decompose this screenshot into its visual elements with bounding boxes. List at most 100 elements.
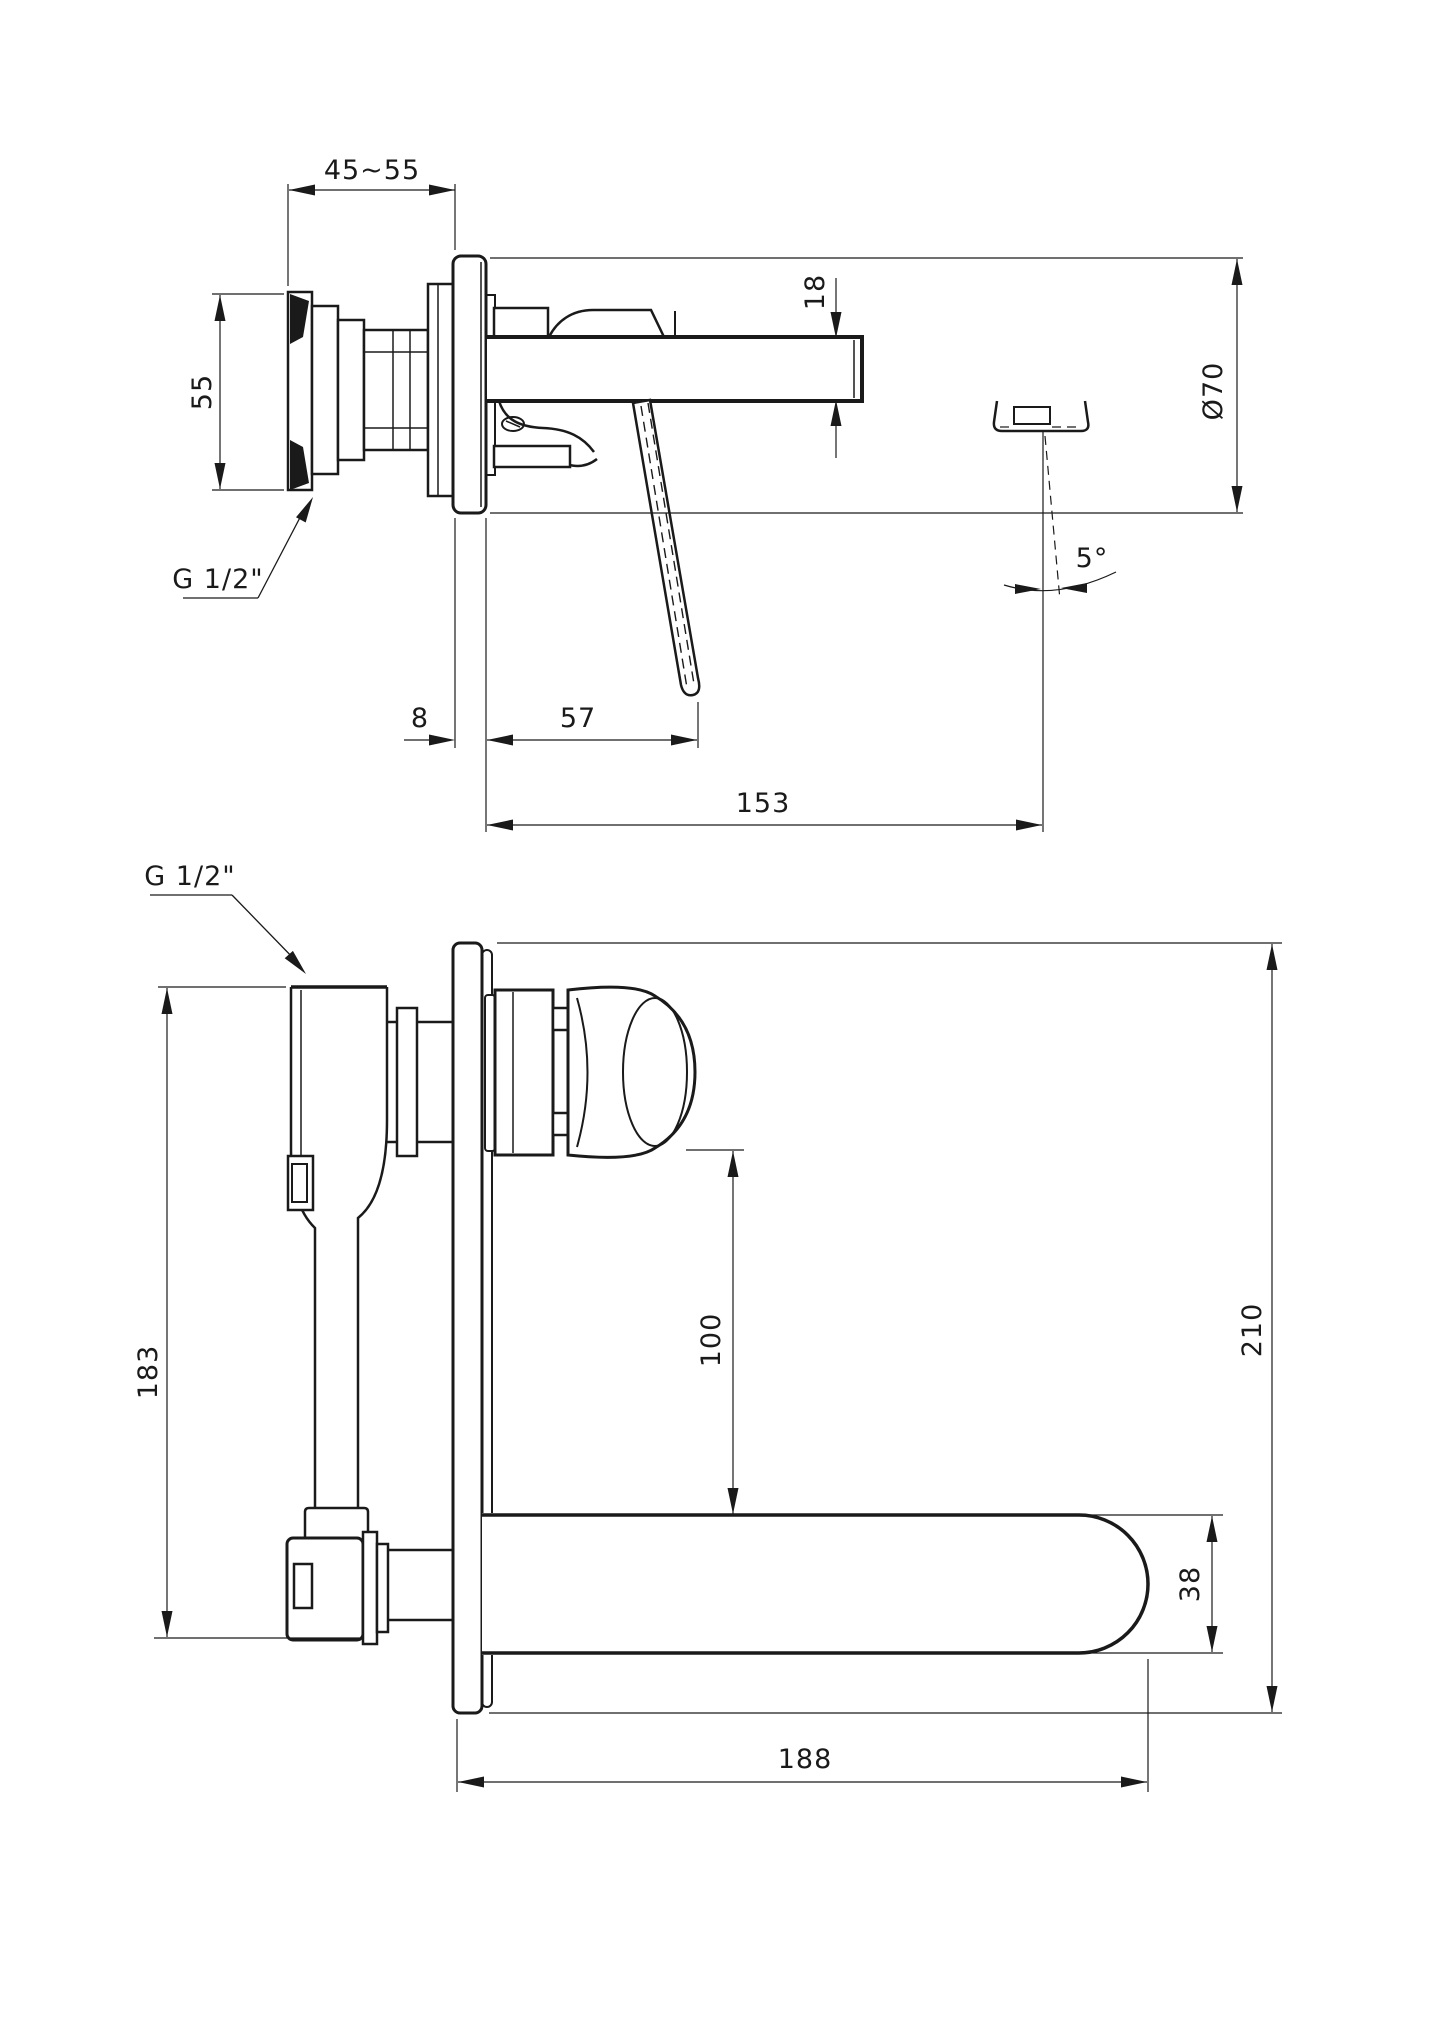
dim-arrow-top (1266, 944, 1278, 970)
dim-arrow-bottom (1206, 1626, 1218, 1652)
dim-text-18: 18 (800, 274, 831, 310)
body-tab-notch (291, 1163, 308, 1203)
dim-rough-in-height-side: 55 (187, 293, 284, 491)
dim-handle-to-spout: 100 (686, 1149, 744, 1514)
aerator-side (992, 400, 1090, 433)
valve-body-side (362, 328, 430, 452)
dim-arrow-bottom (1231, 486, 1243, 512)
outlet-angle-line (1044, 435, 1061, 601)
lever-handle-side (492, 398, 701, 697)
body-left-edge (289, 987, 317, 1508)
dim-arrow-bottom (214, 463, 226, 489)
dim-escutcheon-height: 210 (489, 942, 1282, 1714)
dim-rough-in-height-front: 183 (133, 986, 360, 1639)
lever-arm (631, 398, 701, 697)
side-view-rough-in-body (286, 282, 455, 498)
handle-clamp-top (551, 1006, 570, 1032)
dim-text-210: 210 (1237, 1303, 1268, 1358)
elbow-notch (292, 1562, 314, 1610)
dim-arrow-bottom (727, 1488, 739, 1514)
dim-57-arrow-right (671, 734, 697, 746)
body-right-edge (356, 987, 389, 1508)
set-screw-slot (505, 420, 521, 428)
dim-text-188: 188 (778, 1744, 833, 1775)
wall-plate-side (451, 254, 488, 515)
dim-text-angle: 5° (1076, 543, 1109, 574)
leader-line (257, 507, 306, 599)
leader-arrow (284, 950, 306, 974)
dim-arrow-bottom (1266, 1686, 1278, 1712)
spout-front-fill (482, 1513, 1151, 1655)
spout-side-fill (487, 339, 860, 399)
handle-base-side (546, 308, 666, 339)
thread-text-side: G 1/2" (172, 564, 263, 595)
dim-spout-length: 188 (456, 1659, 1149, 1792)
spout-side-outline (486, 335, 864, 403)
thread-label-front: G 1/2" (144, 861, 306, 974)
thread-text-front: G 1/2" (144, 861, 235, 892)
dim-arrow-bottom (161, 1611, 173, 1637)
wall-plate-front (451, 941, 484, 1715)
dim-arrow-down (830, 312, 842, 338)
dim-spout-thickness: 18 (800, 274, 842, 458)
set-screw (501, 416, 525, 432)
spout-front-outline (482, 1513, 1150, 1655)
dim-153-arrow-right (1016, 819, 1042, 831)
dim-bottom-chain: 8 57 153 (404, 518, 1042, 832)
dim-arrow-left (289, 184, 315, 196)
angle-arrow-left (1015, 584, 1041, 594)
elbow-cap (303, 1506, 370, 1538)
lever-joint-curve-1 (497, 400, 596, 453)
dim-text-100: 100 (696, 1313, 727, 1368)
dim-arrow-left (458, 1776, 484, 1788)
dim-8-arrow (429, 734, 455, 746)
union-nut-side (310, 304, 340, 476)
upper-flange (395, 1006, 419, 1158)
handle-cap-face (622, 997, 688, 1147)
valve-ring-side (336, 318, 366, 462)
dim-text-55: 55 (187, 374, 218, 410)
dim-57-arrow-left (487, 734, 513, 746)
cartridge-housing-front (493, 988, 555, 1157)
dim-text-183: 183 (133, 1345, 164, 1400)
leader-arrow (296, 497, 313, 523)
lever-collar (492, 444, 572, 469)
dim-text-8: 8 (411, 703, 429, 734)
dim-text-57: 57 (560, 703, 596, 734)
dim-text-38: 38 (1175, 1566, 1206, 1602)
elbow-body (285, 1536, 365, 1642)
side-view: 45~55 55 18 Ø70 (172, 155, 1243, 832)
dim-arrow-right (1121, 1776, 1147, 1788)
dim-arrow-top (214, 295, 226, 321)
dim-arrow-top (161, 988, 173, 1014)
dim-spout-angle: 5° (1003, 543, 1117, 594)
dim-arrow-right (429, 184, 455, 196)
bracket-wedge-top (290, 294, 309, 344)
dim-text-153: 153 (736, 788, 791, 819)
thread-label-side: G 1/2" (172, 497, 313, 599)
handle-cap (566, 985, 697, 1159)
leader-line (231, 894, 299, 964)
dim-escutcheon-diameter: Ø70 (1198, 259, 1243, 512)
dim-arrow-top (1231, 259, 1243, 285)
dim-spout-width: 38 (1085, 1514, 1223, 1654)
mounting-flange-side (426, 282, 455, 498)
elbow-flange-1 (361, 1530, 379, 1646)
dim-arrow-top (727, 1151, 739, 1177)
handle-cap-inner-arc (576, 997, 589, 1148)
elbow-flange-2 (375, 1542, 390, 1634)
front-view-handle-assembly (484, 985, 697, 1159)
dim-arrow-up (830, 400, 842, 426)
handle-clamp-bottom (551, 1111, 570, 1137)
aerator-outline (992, 400, 1090, 433)
dim-text-d70: Ø70 (1198, 362, 1229, 421)
bracket-wedge-bottom (290, 440, 309, 490)
dim-text-wall-depth: 45~55 (324, 155, 420, 186)
front-view-rough-in-body (285, 985, 453, 1646)
front-view-spout (482, 1513, 1151, 1655)
cartridge-housing-side (492, 306, 550, 339)
angle-arrow-right (1061, 583, 1087, 593)
dim-wall-depth: 45~55 (287, 155, 456, 286)
